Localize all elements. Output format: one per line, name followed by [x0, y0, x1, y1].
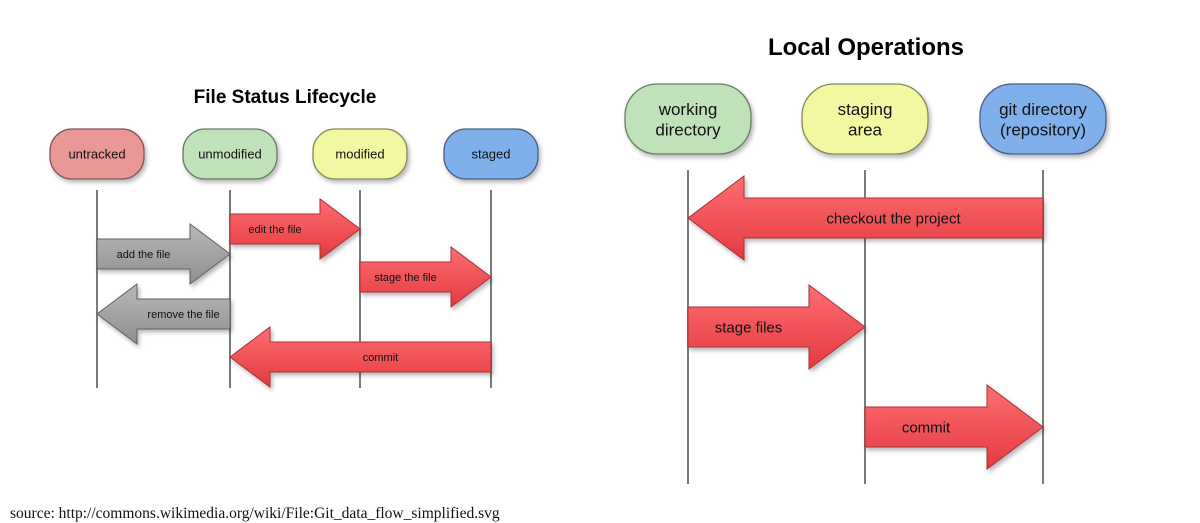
local-ops-title: Local Operations [768, 34, 964, 61]
local-operations-diagram: Local Operations checkout the project sta… [624, 34, 1107, 484]
arrow-commit [864, 384, 1044, 470]
arrow-label-checkout-the-project: checkout the project [826, 210, 961, 227]
arrow-label-commit: commit [902, 419, 951, 436]
state-label-staged: staged [471, 147, 510, 162]
arrow-label-remove-the-file: remove the file [147, 309, 219, 321]
arrow-stage-the-file [359, 246, 492, 308]
arrow-label-add-the-file: add the file [117, 249, 171, 261]
state-label-working-directory: working [658, 100, 718, 119]
state-staged: staged [443, 128, 539, 180]
state-unmodified: unmodified [182, 128, 278, 180]
state-label-staging-area: staging [838, 100, 893, 119]
state-box-unmodified [182, 128, 278, 180]
state-box-modified [312, 128, 408, 180]
arrow-stage-files [687, 284, 866, 370]
state-box-untracked [49, 128, 145, 180]
state-box-staging-area [801, 83, 929, 155]
arrow-edit-the-file [229, 198, 361, 260]
state-modified: modified [312, 128, 408, 180]
file-status-lifecycle-diagram: File Status Lifecycle add the file edit t… [49, 87, 539, 388]
arrow-label-edit-the-file: edit the file [248, 224, 301, 236]
arrow-label-commit: commit [363, 352, 398, 364]
state-box-staged [443, 128, 539, 180]
state-box-working-directory [624, 83, 752, 155]
arrow-remove-the-file [96, 283, 231, 345]
state-label-staging-area: area [848, 120, 883, 139]
state-label-git-directory: git directory [999, 100, 1087, 119]
state-label-unmodified: unmodified [198, 147, 262, 162]
arrow-label-stage-files: stage files [715, 319, 783, 336]
state-label-working-directory: directory [655, 120, 721, 139]
lifecycle-states: untracked unmodified modified staged [49, 128, 539, 180]
state-untracked: untracked [49, 128, 145, 180]
state-box-git-directory [979, 83, 1107, 155]
state-git-directory: git directory(repository) [979, 83, 1107, 155]
arrow-commit [229, 326, 492, 388]
arrow-add-the-file [96, 223, 231, 285]
arrow-checkout-the-project [687, 175, 1044, 261]
arrow-label-stage-the-file: stage the file [374, 272, 436, 284]
state-label-untracked: untracked [68, 147, 125, 162]
lifecycle-transitions: add the file edit the file stage the file r… [96, 198, 492, 388]
local-ops-transitions: checkout the project stage files commit [687, 175, 1044, 470]
source-note: source: http://commons.wikimedia.org/wik… [10, 505, 500, 522]
state-label-git-directory: (repository) [1000, 120, 1086, 139]
lifecycle-title: File Status Lifecycle [194, 87, 377, 108]
state-label-modified: modified [335, 147, 384, 162]
